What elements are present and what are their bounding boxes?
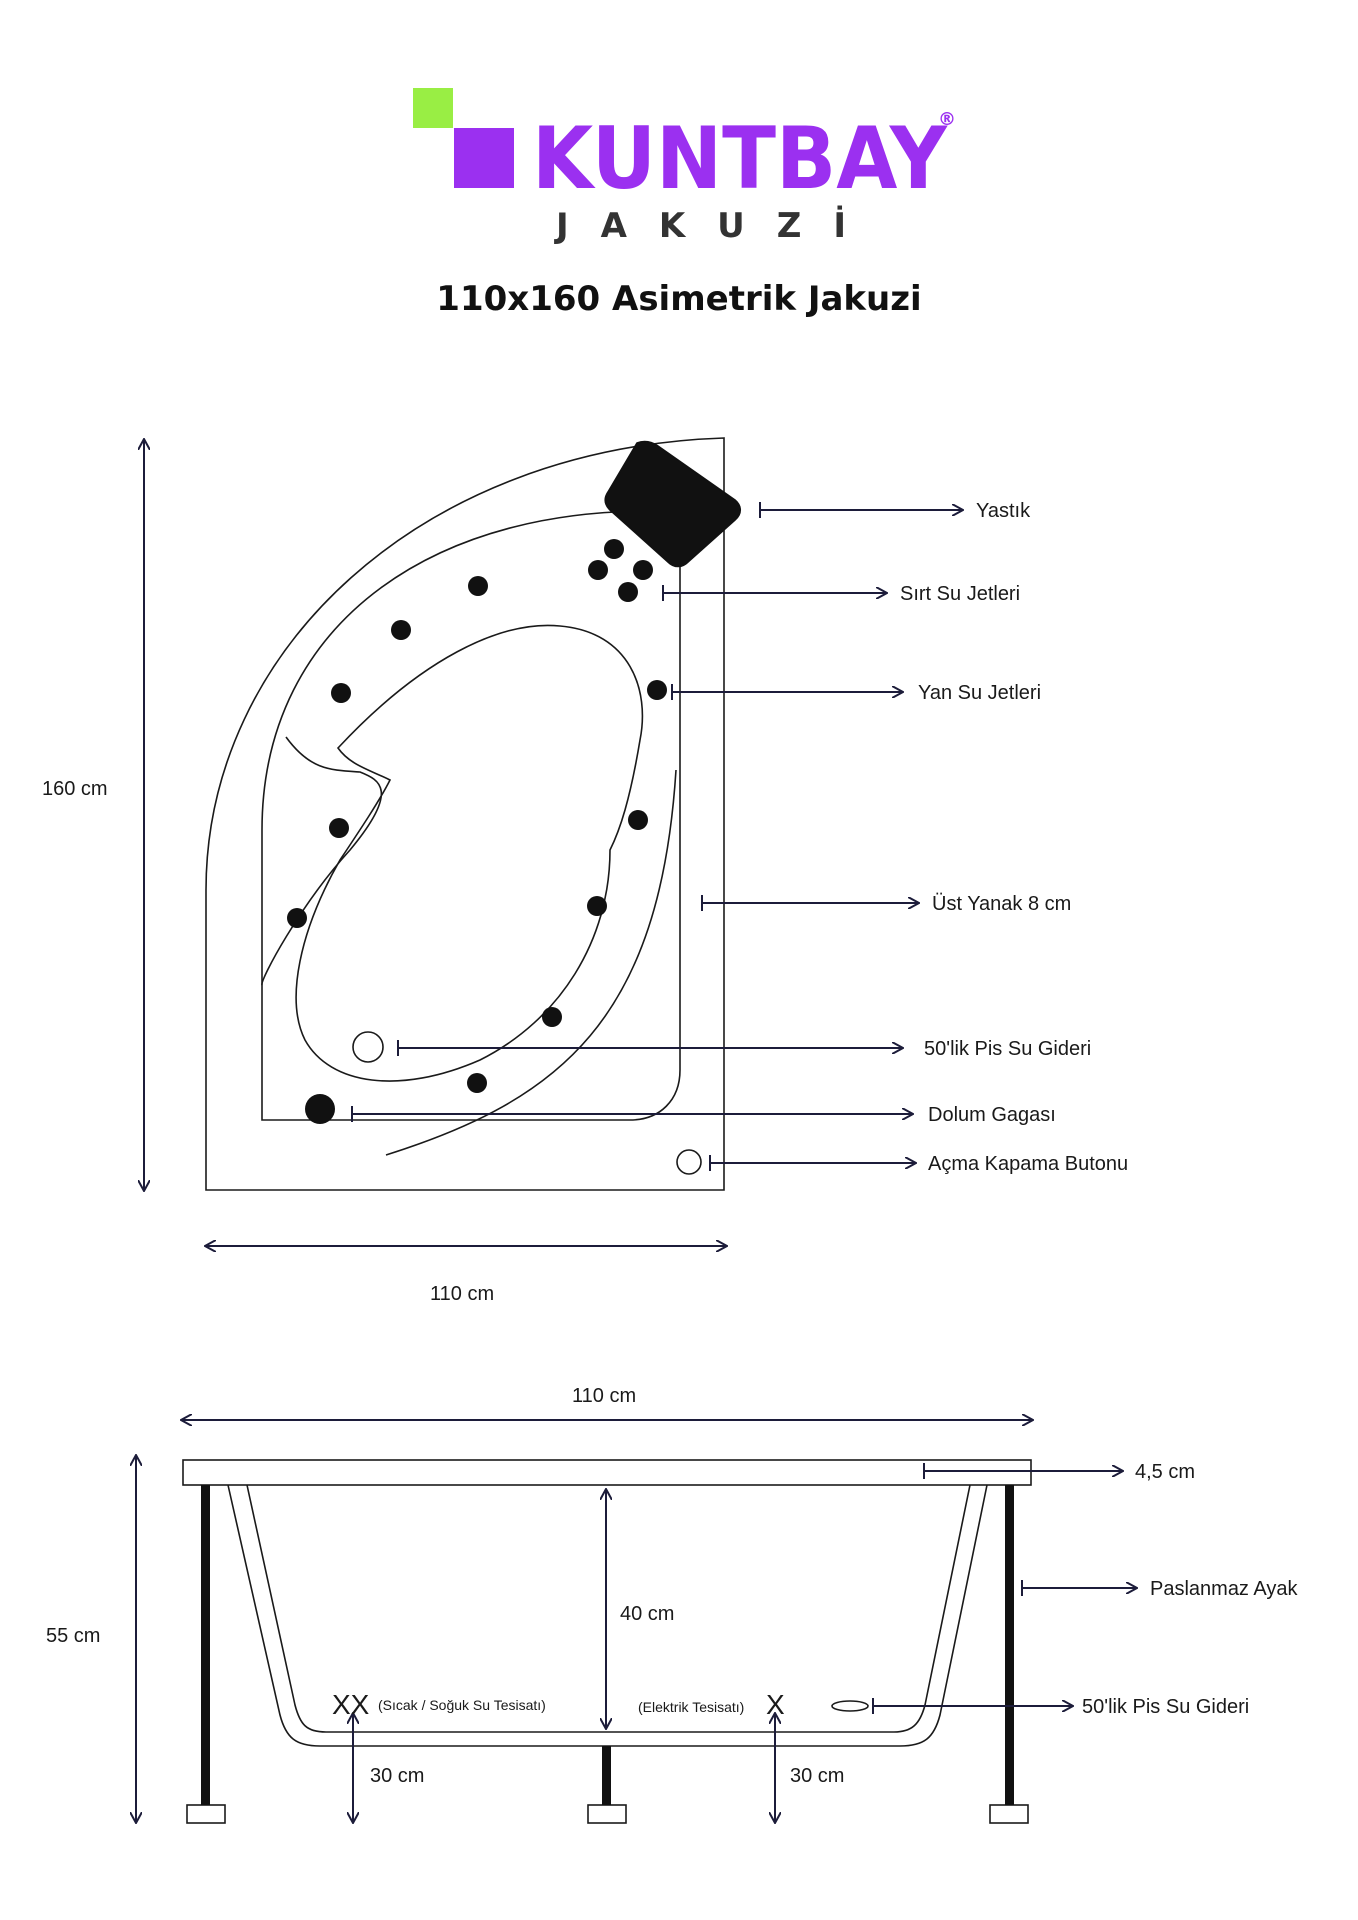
side-view-shell-inner xyxy=(246,1484,971,1733)
jets xyxy=(287,539,667,1124)
side-height-label: 55 cm xyxy=(46,1625,100,1647)
side-view-rim xyxy=(182,1459,1032,1486)
back-jet xyxy=(618,582,638,602)
stainless-legs xyxy=(201,1485,1014,1805)
logo-accent-square xyxy=(413,88,453,128)
foot-pad xyxy=(989,1804,1029,1824)
top-view-leaders xyxy=(351,502,962,1171)
plumbing-mark: XX xyxy=(332,1689,370,1720)
label-plumbing: (Sıcak / Soğuk Su Tesisatı) xyxy=(378,1697,546,1713)
logo-wordmark: KUNTBAY xyxy=(532,109,949,209)
label-side-drain: 50'lik Pis Su Gideri xyxy=(1082,1696,1249,1718)
back-jet xyxy=(633,560,653,580)
top-view-dimensions xyxy=(144,440,726,1246)
logo-purple-square xyxy=(454,128,514,188)
dim-width-label: 110 cm xyxy=(430,1283,494,1305)
label-electric: (Elektrik Tesisatı) xyxy=(638,1699,744,1715)
label-filler: Dolum Gagası xyxy=(928,1104,1056,1126)
leg xyxy=(602,1746,611,1805)
side-jet xyxy=(331,683,351,703)
label-legs: Paslanmaz Ayak xyxy=(1150,1578,1298,1600)
back-jet xyxy=(604,539,624,559)
top-view-outer-outline xyxy=(205,437,725,1191)
label-button: Açma Kapama Butonu xyxy=(928,1153,1128,1175)
pillow-shape xyxy=(604,440,742,568)
back-jet xyxy=(588,560,608,580)
depth-label: 40 cm xyxy=(620,1603,674,1625)
side-jet xyxy=(542,1007,562,1027)
filler-spout xyxy=(305,1094,335,1124)
side-jet xyxy=(287,908,307,928)
side-jet xyxy=(628,810,648,830)
label-pillow: Yastık xyxy=(976,500,1031,522)
page-title: 110x160 Asimetrik Jakuzi xyxy=(436,279,921,319)
side-view-dimensions xyxy=(136,1420,1136,1822)
top-view xyxy=(205,437,742,1191)
electric-mark: X xyxy=(766,1689,785,1720)
foot-pad xyxy=(186,1804,226,1824)
side-jet xyxy=(329,818,349,838)
drain-circle xyxy=(352,1031,384,1063)
label-side-jets: Yan Su Jetleri xyxy=(918,682,1041,704)
electric-height-label: 30 cm xyxy=(790,1765,844,1787)
side-view-drain xyxy=(831,1700,869,1712)
top-view-basin-outline xyxy=(295,624,644,1082)
logo-registered-mark: ® xyxy=(938,109,956,130)
side-jet xyxy=(391,620,411,640)
label-drain: 50'lik Pis Su Gideri xyxy=(924,1038,1091,1060)
label-back-jets: Sırt Su Jetleri xyxy=(900,583,1020,605)
dim-height-label: 160 cm xyxy=(42,778,108,800)
leg xyxy=(1005,1485,1014,1805)
side-jet xyxy=(467,1073,487,1093)
label-rim: Üst Yanak 8 cm xyxy=(932,893,1071,915)
top-view-floor-curve xyxy=(385,769,677,1156)
side-jet xyxy=(647,680,667,700)
logo-subtitle: J A K U Z İ xyxy=(554,205,846,246)
plumbing-height-label: 30 cm xyxy=(370,1765,424,1787)
side-jet xyxy=(468,576,488,596)
foot-pad xyxy=(587,1804,627,1824)
leg xyxy=(201,1485,210,1805)
label-rim-thickness: 4,5 cm xyxy=(1135,1461,1195,1483)
side-jet xyxy=(587,896,607,916)
on-off-button-circle xyxy=(676,1149,702,1175)
top-view-seat-curve xyxy=(261,736,383,986)
side-width-label: 110 cm xyxy=(572,1385,636,1407)
brand-logo: KUNTBAY ® J A K U Z İ xyxy=(413,88,956,246)
top-view-rim-outline xyxy=(261,510,681,1121)
